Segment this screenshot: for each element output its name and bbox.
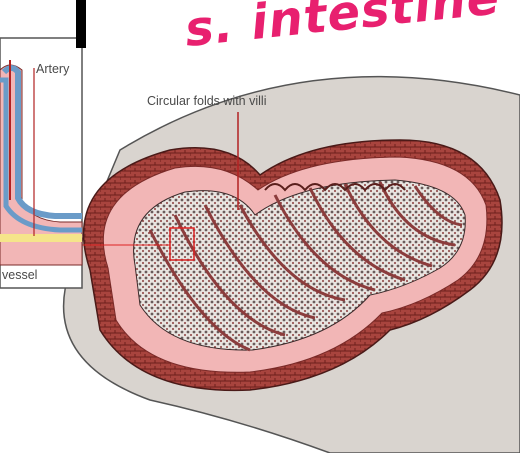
circular-folds-label: Circular folds with villi [147,94,266,108]
vessel-label: vessel [2,268,37,282]
partial-handwritten-stroke [76,0,86,48]
artery-label: Artery [36,62,69,76]
